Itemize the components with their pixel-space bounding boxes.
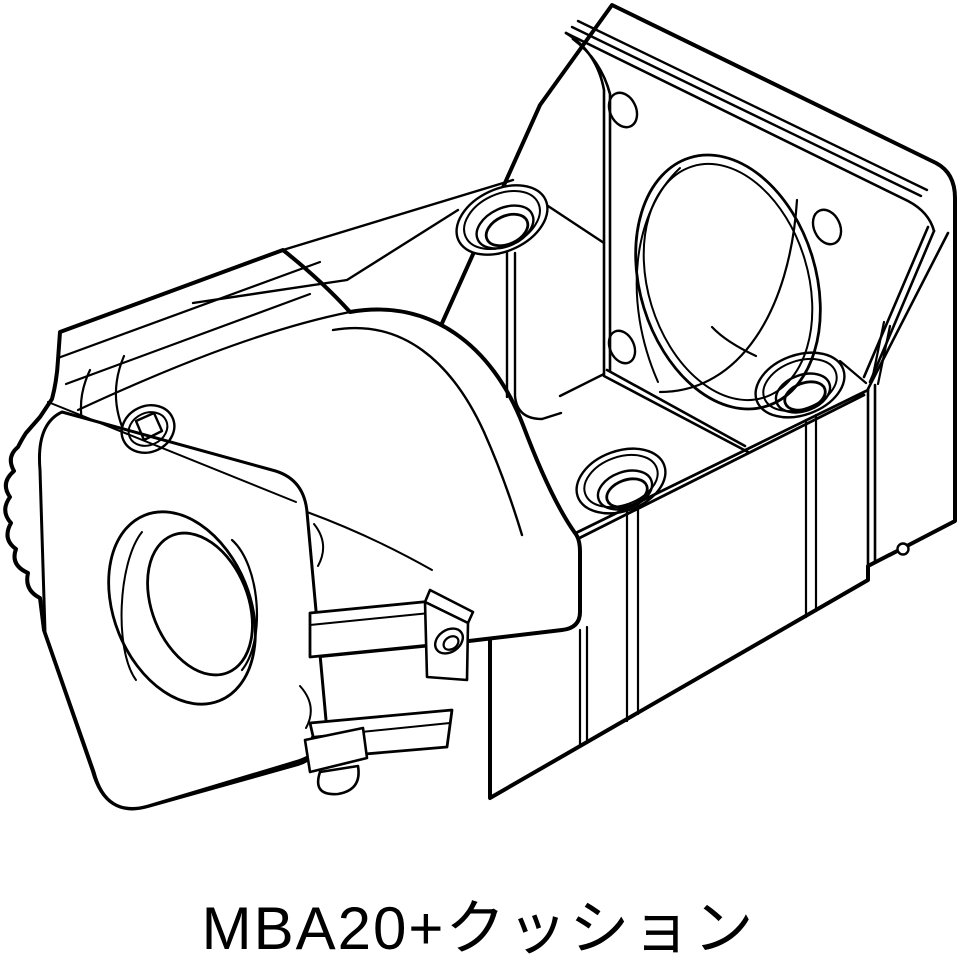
plate-edge-reliefs [300, 524, 323, 728]
mounting-tab [425, 590, 473, 680]
mounting-foot [305, 728, 367, 794]
counterbore-right [747, 341, 854, 429]
hex-socket-screw [114, 397, 182, 462]
notch-pin [898, 544, 909, 555]
flange-screw-holes [604, 88, 847, 367]
counterbore-upper-left [445, 172, 558, 269]
mounting-rails [305, 590, 473, 794]
front-plate-outline [39, 412, 326, 808]
base-groove-left [580, 627, 587, 746]
corner-junction-edge [560, 374, 604, 396]
flange-face-right-edge [864, 227, 934, 382]
base-groove-right [806, 415, 816, 617]
cushion-front-plate [39, 397, 326, 809]
flange-bottom-edge [604, 370, 748, 452]
flange-left-edge [566, 33, 610, 374]
cushion-front-bore [81, 490, 282, 726]
flange-face-top-edge [566, 33, 934, 231]
bracket-front-details [193, 172, 604, 746]
upper-rail-bevel [310, 612, 440, 625]
technical-drawing [0, 0, 957, 880]
support-rib [507, 252, 561, 419]
gusset-edges [712, 322, 890, 384]
flange-top-band [572, 21, 927, 196]
part-caption: MBA20+クッション [201, 895, 756, 962]
base-groove-mid [627, 501, 638, 721]
support-arm-edges [193, 180, 604, 303]
clamp-top-edge [307, 512, 432, 570]
front-plate-bevel [48, 402, 296, 502]
counterbored-mounting-holes [568, 341, 854, 525]
plate-stack-bands [58, 262, 350, 410]
barrel-inner-arc [333, 328, 522, 535]
counterbore-middle [568, 437, 675, 525]
